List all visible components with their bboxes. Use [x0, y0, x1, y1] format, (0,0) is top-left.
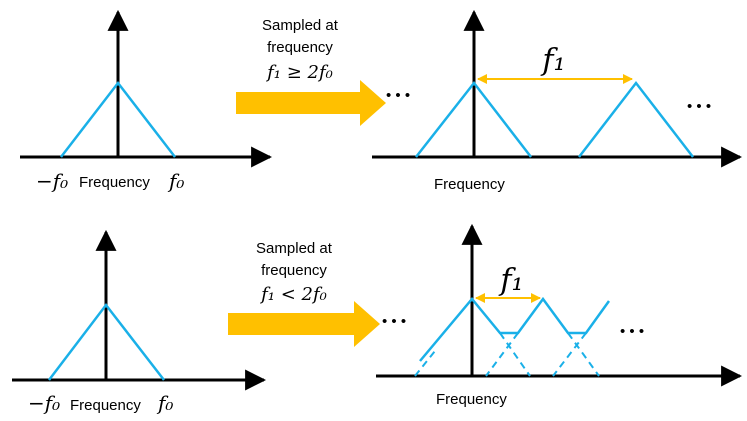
bottom-pos-f0-tick: f₀ — [156, 391, 173, 415]
bottom-ellipsis-right: • • • — [620, 323, 644, 340]
top-sampled-spectrum: f₁ • • • • • • Frequency — [372, 9, 743, 193]
top-ellipsis-left: • • • — [386, 87, 410, 104]
bottom-replica-dashed-1 — [414, 350, 436, 377]
bottom-left-triangle — [48, 302, 165, 381]
bottom-caption-line2: frequency — [261, 262, 327, 279]
bottom-replica-dashed-5 — [552, 332, 587, 377]
top-left-triangle — [60, 80, 176, 158]
bottom-original-spectrum: −f₀ Frequency f₀ — [12, 229, 267, 415]
top-ellipsis-right: • • • — [687, 98, 711, 115]
top-sampling-step: Sampled at frequency f₁ ≥ 2f₀ — [236, 17, 386, 126]
bottom-ellipsis-left: • • • — [382, 313, 406, 330]
top-neg-f0-tick: −f₀ — [36, 169, 68, 193]
top-caption-line2: frequency — [267, 39, 333, 56]
bottom-replica-dashed-2 — [499, 332, 531, 377]
bottom-period-label: f₁ — [498, 263, 523, 298]
bottom-replica-dashed-3 — [485, 332, 519, 377]
top-caption-line1: Sampled at — [262, 17, 339, 34]
bottom-replica-dashed-4 — [567, 332, 600, 377]
bottom-right-axis-label: Frequency — [436, 391, 507, 408]
top-replica-center — [415, 80, 532, 158]
top-original-spectrum: −f₀ Frequency f₀ — [20, 9, 273, 193]
bottom-transform-arrow — [228, 301, 380, 347]
bottom-sampled-spectrum: f₁ • • • • • • Frequency — [376, 223, 743, 408]
bottom-left-axis-label: Frequency — [70, 397, 141, 414]
top-right-axis-label: Frequency — [434, 176, 505, 193]
top-replica-shifted — [578, 80, 694, 158]
top-transform-arrow — [236, 80, 386, 126]
bottom-neg-f0-tick: −f₀ — [28, 391, 60, 415]
top-period-label: f₁ — [540, 43, 565, 78]
bottom-caption-line1: Sampled at — [256, 240, 333, 257]
bottom-condition: f₁ < 2f₀ — [259, 284, 327, 305]
bottom-sampling-step: Sampled at frequency f₁ < 2f₀ — [228, 240, 380, 347]
top-pos-f0-tick: f₀ — [167, 169, 184, 193]
top-condition: f₁ ≥ 2f₀ — [265, 62, 333, 83]
bottom-aliased-spectrum — [419, 296, 611, 362]
top-left-axis-label: Frequency — [79, 174, 150, 191]
